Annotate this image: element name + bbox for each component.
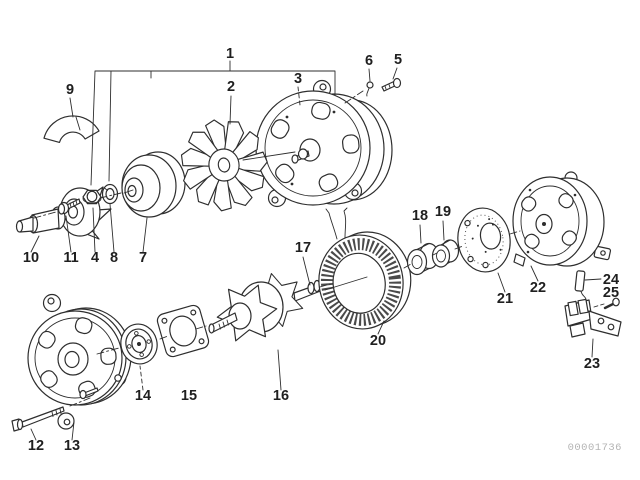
callout-15[interactable]: 15: [181, 388, 197, 404]
part-24-brush: [574, 270, 587, 303]
callout-13[interactable]: 13: [64, 438, 80, 454]
callout-10[interactable]: 10: [23, 250, 39, 266]
part-20-stator: [318, 207, 412, 330]
callout-16[interactable]: 16: [273, 388, 289, 404]
callout-8[interactable]: 8: [110, 250, 118, 266]
callout-25[interactable]: 25: [603, 285, 619, 301]
callout-4[interactable]: 4: [91, 250, 99, 266]
callout-23[interactable]: 23: [584, 356, 600, 372]
callout-24[interactable]: 24: [603, 272, 619, 288]
part-6-clip: [366, 81, 374, 97]
callout-22[interactable]: 22: [530, 280, 546, 296]
callout-11[interactable]: 11: [63, 250, 78, 266]
part-4-nut: [82, 189, 102, 205]
callout-2[interactable]: 2: [227, 79, 235, 95]
part-11-bolt: [57, 198, 81, 215]
callout-19[interactable]: 19: [435, 204, 451, 220]
part-9-curved-cover: [43, 115, 100, 143]
part-14-bearing: [120, 323, 158, 365]
callout-5[interactable]: 5: [394, 52, 402, 68]
watermark-number: 00001736: [568, 442, 622, 454]
part-16-rotor: [208, 268, 326, 344]
callout-12[interactable]: 12: [28, 438, 44, 454]
part-3-alternator-assembly: [255, 79, 393, 208]
part-15-retainer-plate: [156, 304, 210, 358]
part-7-pulley: [121, 151, 186, 218]
part-25-screw: [603, 297, 620, 310]
part-21-rectifier-plate: [457, 207, 511, 273]
part-2-fan: [178, 117, 269, 213]
callout-3[interactable]: 3: [294, 71, 302, 87]
callout-9[interactable]: 9: [66, 82, 74, 98]
callout-1[interactable]: 1: [226, 46, 234, 62]
bracket-part-1: [90, 60, 336, 186]
callout-20[interactable]: 20: [370, 333, 386, 349]
callout-17[interactable]: 17: [295, 240, 311, 256]
callout-18[interactable]: 18: [412, 208, 428, 224]
part-5-screw: [381, 77, 402, 92]
part-19-spacer-collar: [431, 239, 460, 268]
callout-7[interactable]: 7: [139, 250, 147, 266]
part-12-through-bolt: [11, 406, 65, 432]
callout-labels: 1 2 3 4 5 6 7 8 9 10 11 12 13 14 15 16 1…: [23, 46, 619, 454]
leader-lines: [30, 60, 605, 441]
part-23-brush-holder: [564, 298, 622, 338]
axis-lines: [33, 90, 521, 407]
part-13-front-housing: [27, 293, 132, 430]
callout-14[interactable]: 14: [135, 388, 151, 404]
part-22-rear-housing: [512, 171, 612, 267]
part-8-lock-washer: [101, 183, 119, 205]
callout-6[interactable]: 6: [365, 53, 373, 69]
callout-21[interactable]: 21: [497, 291, 513, 307]
